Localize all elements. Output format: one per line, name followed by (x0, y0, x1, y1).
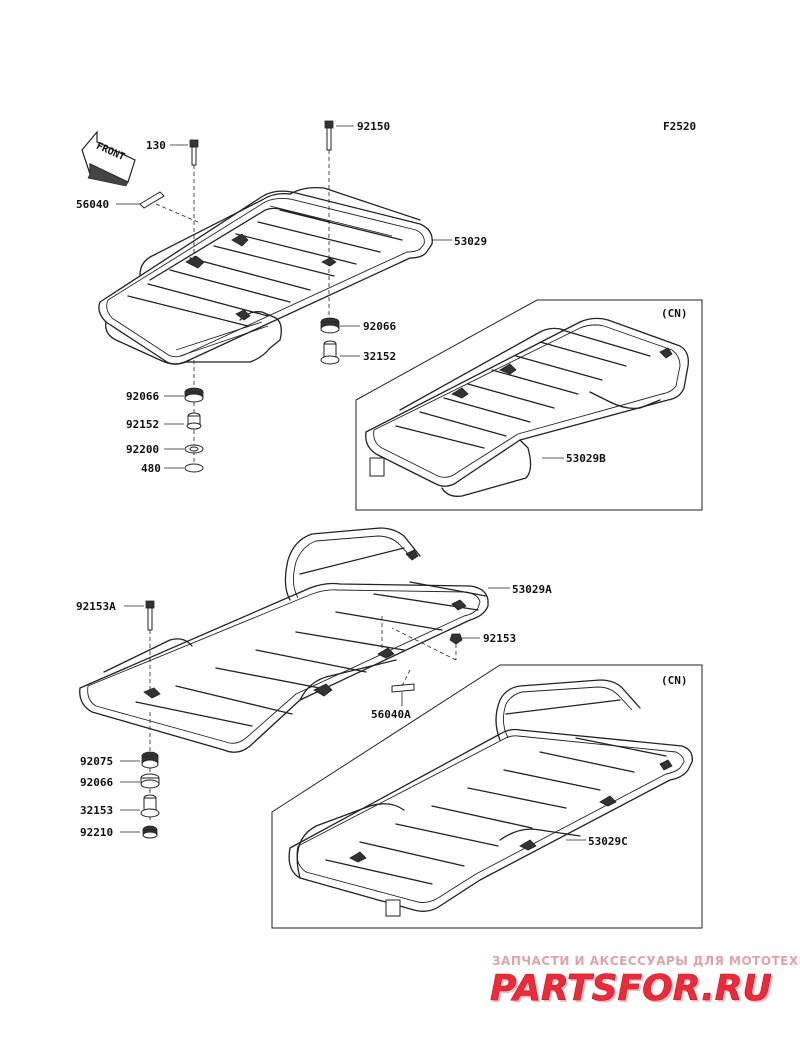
front-arrow-icon: FRONT (81, 130, 136, 187)
rack-53029B (365, 317, 689, 497)
label-56040A: 56040A (371, 708, 411, 721)
clip-480-icon (184, 463, 204, 473)
label-32152: 32152 (363, 350, 396, 363)
watermark-caption: ЗАПЧАСТИ И АКСЕССУАРЫ ДЛЯ МОТОТЕХНИКИ (492, 954, 800, 968)
collar-32153-icon (140, 794, 160, 818)
bolt-92153A-icon (145, 600, 155, 631)
watermark-logo-shadow: PARTSFOR.RU (492, 970, 774, 1011)
label-92152: 92152 (126, 418, 159, 431)
bushing-92066-top-icon (320, 317, 340, 334)
nut-92210-icon (142, 825, 158, 839)
bushing-92075-icon (141, 751, 159, 769)
label-480: 480 (141, 462, 161, 475)
label-92066-top: 92066 (363, 320, 396, 333)
variant-label-c: (CN) (661, 674, 688, 687)
label-92150: 92150 (357, 120, 390, 133)
label-53029B: 53029B (566, 452, 606, 465)
bushing-92066-left-icon (184, 387, 204, 403)
label-92153A: 92153A (76, 600, 116, 613)
collar-32152-icon (320, 340, 340, 365)
bushing-92066-bottom-icon (140, 773, 160, 789)
label-92066-left: 92066 (126, 390, 159, 403)
bolt-130-icon (189, 139, 199, 166)
label-92200: 92200 (126, 443, 159, 456)
label-32153: 32153 (80, 804, 113, 817)
collar-92152-icon (186, 412, 202, 430)
bolt-92150-icon (324, 120, 334, 151)
label-130: 130 (146, 139, 166, 152)
variant-box-b (355, 299, 703, 511)
label-53029A: 53029A (512, 583, 552, 596)
rack-53029A (79, 527, 489, 753)
variant-box-c (271, 664, 703, 929)
label-92075: 92075 (80, 755, 113, 768)
rack-53029 (98, 186, 433, 365)
washer-92200-icon (184, 444, 204, 454)
label-92210: 92210 (80, 826, 113, 839)
label-92066-bottom: 92066 (80, 776, 113, 789)
decal-56040A-icon (391, 683, 415, 693)
bolt-92153-icon (449, 633, 463, 645)
decal-56040-icon (139, 191, 165, 209)
label-53029: 53029 (454, 235, 487, 248)
rack-53029C (288, 679, 693, 917)
watermark-logo: PARTSFOR.RU (490, 968, 772, 1009)
variant-label-b: (CN) (661, 307, 688, 320)
label-56040: 56040 (76, 198, 109, 211)
figure-code: F2520 (663, 120, 696, 133)
label-92153: 92153 (483, 632, 516, 645)
label-53029C: 53029C (588, 835, 628, 848)
